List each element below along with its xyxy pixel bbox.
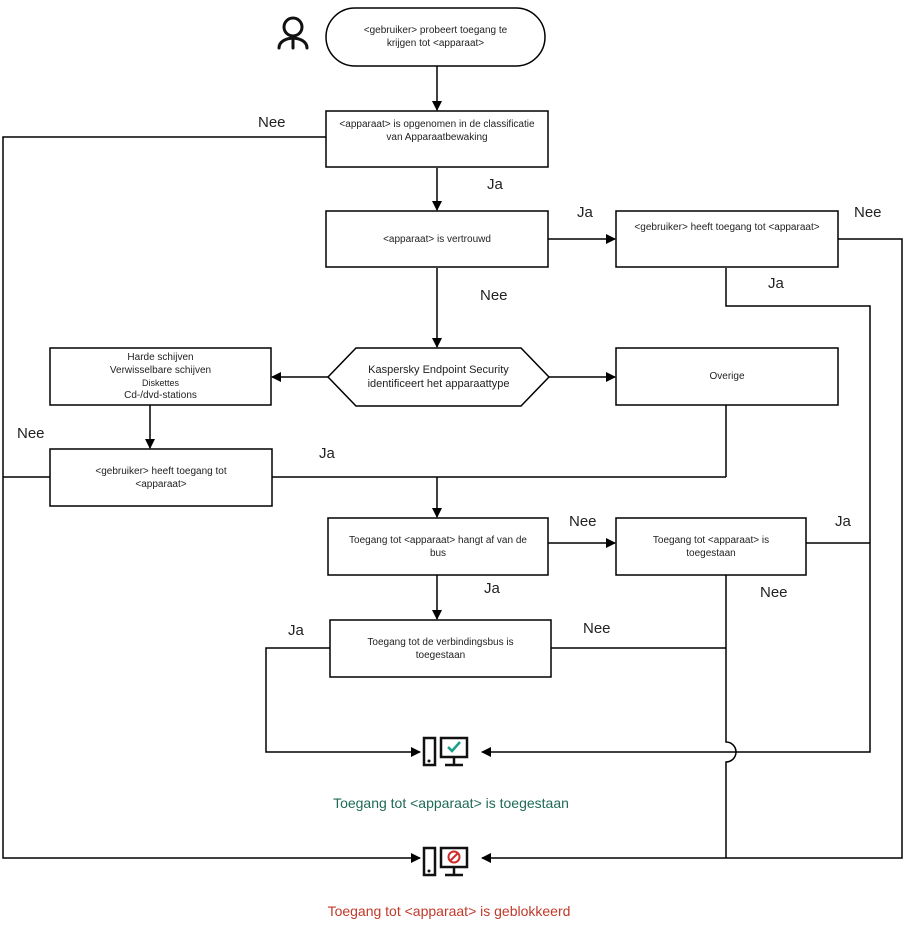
types-node-text: Harde schijven Verwisselbare schijven Di… [109,352,212,401]
access-allowed-node-text: Toegang tot <apparaat> is toegestaan [652,534,770,559]
edge-label-nee: Nee [854,204,882,221]
edge-label-nee: Nee [258,114,286,131]
start-node-text: <gebruiker> probeert toegang te krijgen … [363,25,508,49]
edge-label-ja: Ja [487,176,503,193]
edge-label-ja: Ja [768,275,784,292]
access-allowed-box [615,517,807,576]
depends-bus-box [327,517,549,576]
user-access-trusted-node-text: <gebruiker> heeft toegang tot <apparaat> [634,221,820,233]
edge-label-nee: Nee [569,513,597,530]
other-box [615,347,839,406]
user-access-node-text: <gebruiker> heeft toegang tot <apparaat> [95,465,227,490]
edge-label-ja: Ja [319,445,335,462]
computer-check-icon [422,736,469,767]
bus-allowed-box [329,619,552,678]
identify-node-text: Kaspersky Endpoint Security identificeer… [367,364,510,390]
depends-bus-node-text: Toegang tot <apparaat> hangt af van de b… [349,534,527,559]
edge-label-nee: Nee [480,287,508,304]
user-icon [277,16,309,50]
edge-label-ja: Ja [835,513,851,530]
edge-label-nee: Nee [583,620,611,637]
start-terminal [325,7,546,67]
edge-label-ja: Ja [484,580,500,597]
bus-allowed-node-text: Toegang tot de verbindingsbus is toegest… [367,636,514,661]
edge-label-nee: Nee [760,584,788,601]
edge-label-ja: Ja [288,622,304,639]
other-node-text: Overige [709,371,745,382]
user-access-trusted-box [615,210,839,268]
edge-label-ja: Ja [577,204,593,221]
trusted-box [325,210,549,268]
computer-block-icon [422,846,469,877]
types-box [49,347,272,406]
result-allowed-label: Toegang tot <apparaat> is toegestaan [333,795,569,811]
classified-node-text: <apparaat> is opgenomen in de classifica… [339,119,535,143]
trusted-node-text: <apparaat> is vertrouwd [383,233,491,245]
classified-box [325,110,549,168]
result-blocked-label: Toegang tot <apparaat> is geblokkeerd [327,903,571,919]
edge-label-nee: Nee [17,425,45,442]
